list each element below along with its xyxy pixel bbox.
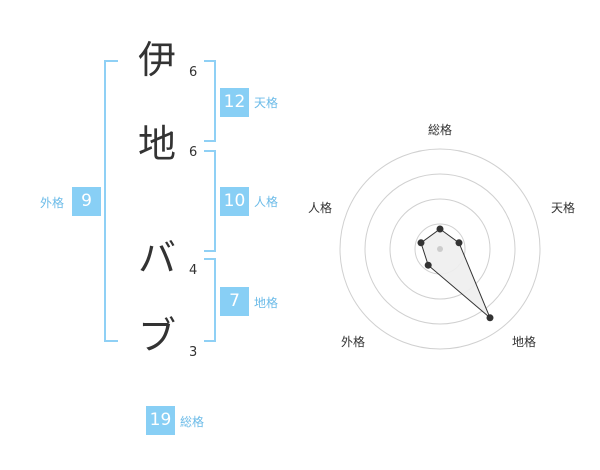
jinkaku-badge: 10 (220, 187, 249, 216)
name-char-3: バ (137, 236, 176, 280)
gaikaku-bracket (104, 60, 118, 342)
radar-score-polygon (420, 228, 491, 319)
jinkaku-bracket (204, 150, 216, 252)
chikaku-bracket (204, 258, 216, 342)
chikaku-badge: 7 (220, 287, 249, 316)
gaikaku-label: 外格 (40, 196, 65, 210)
tenkaku-label: 天格 (254, 96, 279, 110)
name-char-2: 地 (137, 122, 176, 166)
stroke-count-2: 6 (189, 145, 198, 160)
gaikaku-badge: 9 (72, 187, 101, 216)
radar-point-soukaku (436, 225, 444, 233)
radar-label-gaikaku: 外格 (341, 334, 365, 349)
radar-center-dot (437, 246, 443, 252)
radar-label-tenkaku: 天格 (551, 200, 575, 215)
radar-point-tenkaku (455, 239, 463, 247)
stroke-count-1: 6 (189, 65, 198, 80)
chikaku-label: 地格 (254, 296, 279, 310)
stroke-count-4: 3 (189, 345, 198, 360)
name-char-1: 伊 (137, 38, 176, 82)
soukaku-badge: 19 (146, 406, 175, 435)
name-char-4: ブ (137, 314, 176, 358)
radar-ring (339, 148, 541, 350)
jinkaku-label: 人格 (254, 195, 279, 209)
radar-label-jinkaku: 人格 (308, 200, 332, 215)
soukaku-label: 総格 (180, 415, 205, 429)
radar-ring (364, 173, 516, 325)
radar-point-chikaku (486, 314, 494, 322)
radar-point-gaikaku (424, 261, 432, 269)
tenkaku-bracket (204, 60, 216, 142)
stroke-count-3: 4 (189, 263, 198, 278)
radar-label-chikaku: 地格 (512, 334, 536, 349)
tenkaku-badge: 12 (220, 88, 249, 117)
radar-ring (389, 198, 491, 300)
radar-label-soukaku: 総格 (428, 122, 452, 137)
radar-point-jinkaku (417, 239, 425, 247)
radar-chart: 総格 天格 地格 外格 人格 (308, 122, 575, 350)
